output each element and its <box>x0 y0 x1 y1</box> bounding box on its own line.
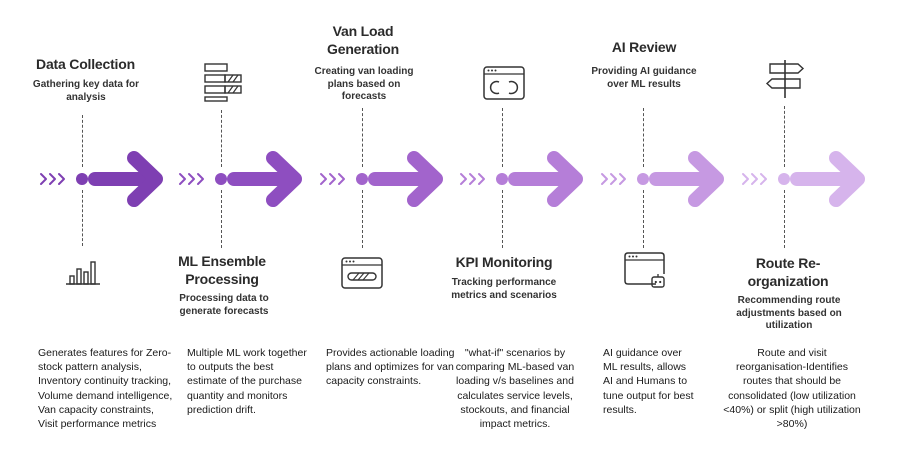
flow-chevron <box>179 173 186 185</box>
flow-chevron <box>460 173 467 185</box>
flow-chevron <box>619 173 626 185</box>
stage-3-title: Van Load Generation <box>327 23 399 58</box>
dashboard-window-icon <box>483 66 525 100</box>
stage-2-subtitle: Processing data to generate forecasts <box>179 293 269 317</box>
stage-node-dot <box>356 173 368 185</box>
stage-4-connector-top <box>502 108 503 167</box>
stage-node-dot <box>637 173 649 185</box>
flow-chevron <box>329 173 336 185</box>
stage-1-connector-top <box>82 115 83 167</box>
flow-chevron <box>610 173 617 185</box>
stage-5-subtitle: Providing AI guidance over ML results <box>591 66 697 90</box>
stage-node-dot <box>76 173 88 185</box>
stage-1-title: Data Collection <box>36 56 135 72</box>
flow-chevron <box>601 173 608 185</box>
stage-6-description: Route and visit reorganisation-Identifie… <box>723 347 861 430</box>
flow-chevron <box>197 173 204 185</box>
stage-1-connector-bottom <box>82 190 83 246</box>
flow-arrow-head <box>127 151 163 207</box>
robot-window-icon <box>624 252 668 292</box>
flow-chevron <box>188 173 195 185</box>
stage-5-connector-top <box>643 108 644 167</box>
stage-3-connector-top <box>362 108 363 167</box>
data-processing-icon <box>203 62 245 102</box>
stage-6-connector-top <box>784 106 785 167</box>
stage-1-description: Generates features for Zero-stock patter… <box>38 347 173 430</box>
stage-6-title: Route Re-organization <box>747 255 829 290</box>
stage-node-dot <box>496 173 508 185</box>
stage-2-description: Multiple ML work together to outputs the… <box>187 347 307 416</box>
stage-5-title: AI Review <box>611 39 677 55</box>
stage-1-subtitle: Gathering key data for analysis <box>32 79 140 103</box>
flow-segment-6 <box>742 151 865 207</box>
bar-chart-icon <box>64 256 102 286</box>
stage-5-description: AI guidance over ML results, allows AI a… <box>603 347 694 416</box>
stage-3-subtitle: Creating van loading plans based on fore… <box>314 66 414 102</box>
stage-node-dot <box>215 173 227 185</box>
stage-4-connector-bottom <box>502 190 503 248</box>
flow-arrow-head <box>266 151 302 207</box>
stage-3-connector-bottom <box>362 190 363 248</box>
flow-chevron <box>40 173 47 185</box>
flow-segment-5 <box>601 151 724 207</box>
signpost-icon <box>764 58 806 100</box>
flow-segment-2 <box>179 151 302 207</box>
flow-arrow-head <box>688 151 724 207</box>
flow-chevron <box>49 173 56 185</box>
stage-node-dot <box>778 173 790 185</box>
flow-arrow-head <box>829 151 865 207</box>
stage-6-connector-bottom <box>784 190 785 248</box>
flow-chevron <box>478 173 485 185</box>
stage-4-description: "what-if" scenarios by comparing ML-base… <box>455 347 575 430</box>
flow-segment-4 <box>460 151 583 207</box>
flow-chevron <box>320 173 327 185</box>
stage-2-title: ML Ensemble Processing <box>178 253 266 288</box>
stage-5-connector-bottom <box>643 190 644 248</box>
stage-4-subtitle: Tracking performance metrics and scenari… <box>451 277 557 301</box>
flow-chevron <box>469 173 476 185</box>
stage-2-connector-bottom <box>221 190 222 248</box>
flow-chevron <box>760 173 767 185</box>
flow-segment-1 <box>40 151 163 207</box>
stage-3-description: Provides actionable loading plans and op… <box>326 347 455 388</box>
flow-arrow-head <box>407 151 443 207</box>
flow-chevron <box>58 173 65 185</box>
flow-chevron <box>751 173 758 185</box>
progress-window-icon <box>341 257 383 289</box>
flow-arrow-head <box>547 151 583 207</box>
stage-4-title: KPI Monitoring <box>455 254 553 270</box>
flow-chevron <box>338 173 345 185</box>
flow-segment-3 <box>320 151 443 207</box>
stage-6-subtitle: Recommending route adjustments based on … <box>736 295 842 331</box>
flow-chevron <box>742 173 749 185</box>
stage-2-connector-top <box>221 110 222 167</box>
